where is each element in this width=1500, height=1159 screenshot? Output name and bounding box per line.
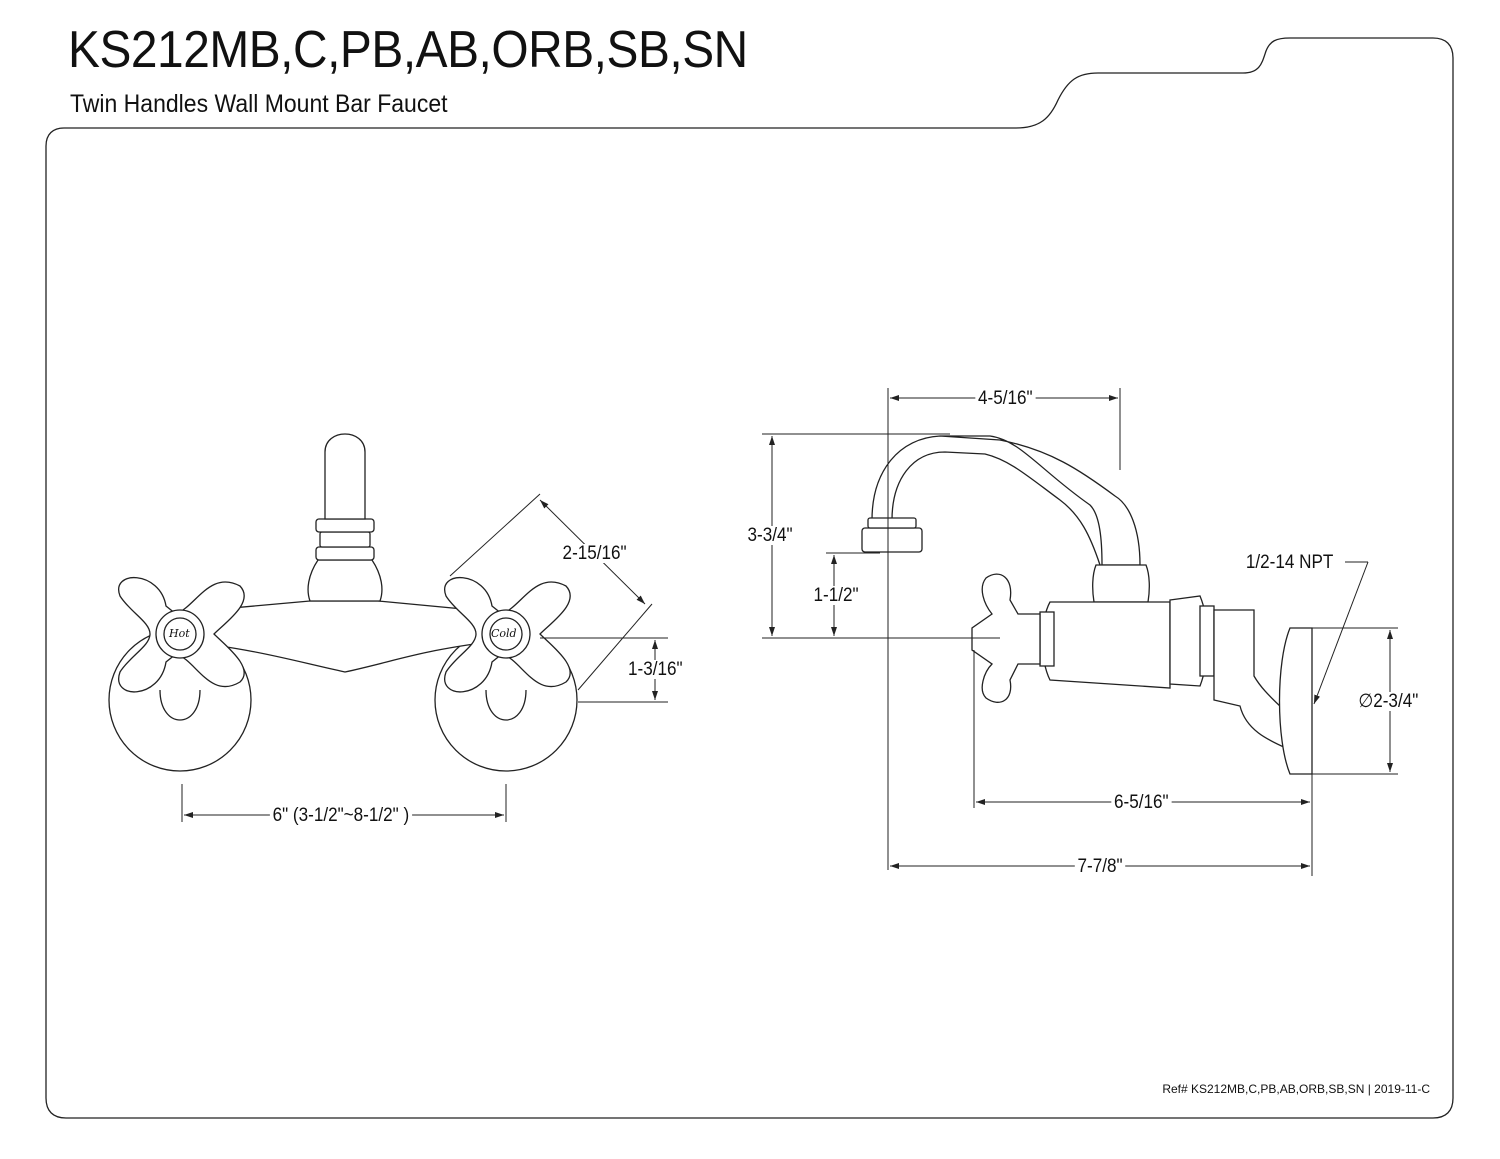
dim-thread: 1/2-14 NPT: [1243, 553, 1336, 572]
side-view-dimension-lines: [762, 388, 1398, 876]
sheet-frame: [45, 37, 1454, 1119]
dim-spout-height: 1-1/2": [810, 586, 862, 605]
wall-flange: [1278, 627, 1313, 775]
right-cross-handle: [444, 576, 571, 693]
dim-flange-diameter: ∅2-3/4": [1355, 692, 1421, 711]
dim-spout-reach: 4-5/16": [975, 389, 1036, 408]
reference-code: Ref# KS212MB,C,PB,AB,ORB,SB,SN | 2019-11…: [1162, 1082, 1430, 1096]
spout-collar: [307, 559, 383, 602]
valve-body: [1041, 601, 1171, 689]
spout-front: [324, 433, 366, 520]
spout-side: [871, 435, 1141, 566]
dim-handle-height: 1-3/16": [625, 660, 686, 679]
product-subtitle: Twin Handles Wall Mount Bar Faucet: [70, 90, 448, 118]
left-cross-handle: [118, 576, 245, 693]
dim-center-spread: 6" (3-1/2"~8-1/2" ): [269, 806, 412, 825]
side-cross-handle: [971, 573, 1041, 703]
hot-label: Hot: [169, 627, 190, 640]
dim-handle-diagonal: 2-15/16": [559, 544, 630, 563]
dim-total-height: 3-3/4": [744, 526, 796, 545]
side-view-faucet: [861, 435, 1313, 775]
dim-handle-to-wall: 6-5/16": [1111, 793, 1172, 812]
dim-overall-depth: 7-7/8": [1074, 857, 1126, 876]
front-view-faucet: [108, 433, 578, 772]
cold-label: Cold: [491, 627, 517, 640]
product-title: KS212MB,C,PB,AB,ORB,SB,SN: [68, 21, 748, 79]
